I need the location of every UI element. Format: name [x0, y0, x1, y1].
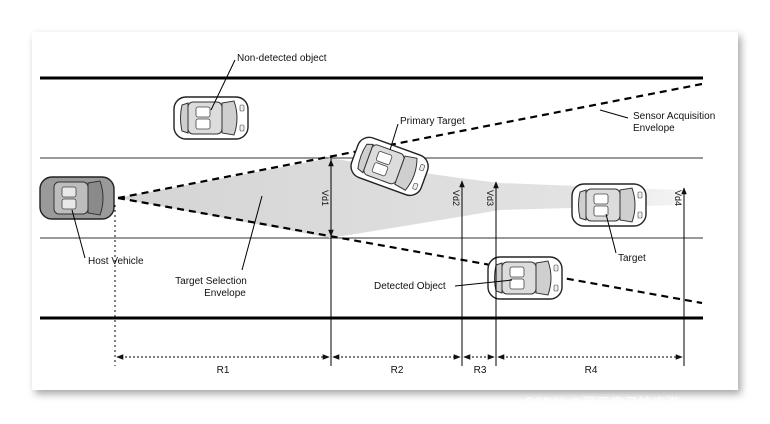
label-sensor-envelope-line2: Envelope	[633, 123, 675, 134]
label-target: Target	[618, 253, 646, 264]
label-target-selection-line1: Target Selection	[175, 276, 247, 287]
label-non-detected-object: Non-detected object	[237, 53, 327, 64]
leader-sensor-envelope	[599, 109, 629, 119]
leader-detected-object	[454, 279, 513, 287]
vd3-label: Vd3	[485, 190, 495, 206]
label-detected-object: Detected Object	[374, 281, 446, 292]
leader-target	[605, 213, 617, 254]
vd2-label: Vd2	[451, 190, 461, 206]
r1-label: R1	[217, 365, 230, 376]
target-selection-envelope	[118, 158, 680, 238]
label-host-vehicle: Host Vehicle	[88, 256, 144, 267]
r3-label: R3	[474, 365, 487, 376]
leader-non-detected	[210, 59, 236, 111]
label-target-selection-line2: Envelope	[204, 288, 246, 299]
r4-label: R4	[585, 365, 598, 376]
vd4-label: Vd4	[673, 190, 683, 206]
r2-label: R2	[391, 365, 404, 376]
watermark: CSDN @夏天来了快去游	[524, 396, 680, 412]
target-car	[571, 183, 647, 227]
label-primary-target: Primary Target	[400, 116, 465, 127]
leader-primary-target	[389, 123, 399, 151]
host-vehicle	[39, 176, 115, 220]
detected-object-car	[487, 256, 563, 300]
sensor-envelope-lower	[117, 196, 703, 305]
leader-host-vehicle	[71, 209, 86, 259]
label-sensor-envelope-line1: Sensor Acquisition	[633, 111, 715, 122]
non-detected-car	[173, 96, 249, 140]
leader-target-selection	[241, 195, 263, 271]
vd1-label: Vd1	[320, 190, 330, 206]
sensor-envelope-upper	[117, 82, 703, 200]
